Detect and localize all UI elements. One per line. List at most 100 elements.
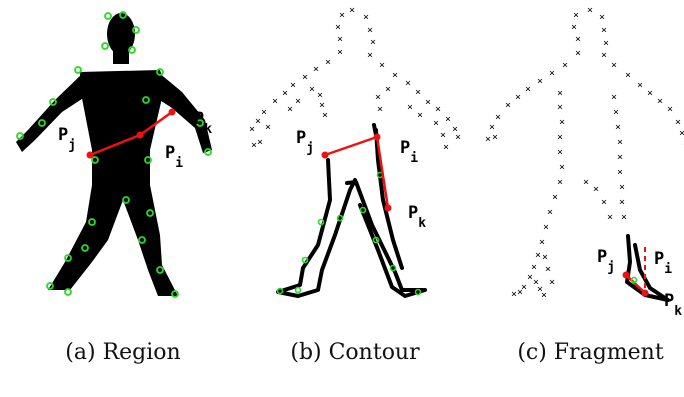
region-label-pj: Pj: [58, 125, 76, 153]
contour-sample-markers: ××××××××××××××××××××××××××××××××××××××××…: [249, 5, 461, 153]
fragment-sample-mark: ×: [537, 284, 543, 295]
fragment-point-j: [622, 271, 630, 279]
fragment-sample-mark: ×: [489, 122, 495, 133]
contour-connection: [321, 133, 392, 212]
contour-sample-mark: ×: [433, 118, 439, 129]
contour-sample-mark: ×: [417, 110, 423, 121]
caption-contour: (b) Contour: [290, 340, 420, 365]
contour-sample-mark: ×: [282, 88, 288, 99]
contour-sample-mark: ×: [313, 64, 319, 75]
contour-point-k: [384, 204, 392, 212]
contour-sample-mark: ×: [370, 37, 376, 48]
fragment-sample-mark: ×: [615, 122, 621, 133]
contour-sample-mark: ×: [265, 122, 271, 133]
contour-sample-mark: ×: [257, 137, 263, 148]
region-point-k: [168, 108, 176, 116]
fragment-segment: [625, 234, 670, 302]
fragment-sample-mark: ×: [603, 38, 609, 49]
fragment-sample-mark: ×: [537, 76, 543, 87]
contour-sample-mark: ×: [319, 100, 325, 111]
fragment-sample-mark: ×: [542, 252, 548, 263]
panel-contour: ××××××××××××××××××××××××××××××××××××××××…: [249, 5, 461, 298]
fragment-label-pk: Pk: [664, 291, 682, 319]
fragment-sample-mark: ×: [549, 68, 555, 79]
fragment-label-pj: Pj: [597, 247, 615, 275]
fragment-sample-mark: ×: [573, 10, 579, 21]
fragment-sample-mark: ×: [607, 212, 613, 223]
fragment-sample-mark: ×: [485, 134, 491, 145]
fragment-sample-mark: ×: [543, 222, 549, 233]
contour-sample-mark: ×: [255, 116, 261, 127]
contour-sample-mark: ×: [322, 110, 328, 121]
contour-sample-mark: ×: [425, 97, 431, 108]
fragment-sample-mark: ×: [575, 34, 581, 45]
fragment-sample-mark: ×: [611, 92, 617, 103]
region-connection: [86, 108, 176, 159]
contour-label-pj: Pj: [296, 128, 314, 156]
contour-sample-mark: ×: [363, 12, 369, 23]
fragment-sample-mark: ×: [562, 60, 568, 71]
fragment-sample-mark: ×: [495, 112, 501, 123]
fragment-sample-mark: ×: [525, 84, 531, 95]
contour-label-pi: Pi: [400, 138, 418, 166]
fragment-sample-mark: ×: [647, 88, 653, 99]
region-label-pk: Pk: [194, 109, 212, 137]
region-point-j: [86, 151, 94, 159]
contour-sample-mark: ×: [379, 60, 385, 71]
fragment-sample-mark: ×: [539, 237, 545, 248]
contour-segments: [276, 123, 427, 298]
fragment-sample-mark: ×: [547, 207, 553, 218]
fragment-sample-mark: ×: [657, 96, 663, 107]
contour-sample-mark: ×: [335, 22, 341, 33]
human-silhouette: [16, 13, 212, 296]
contour-sample-mark: ×: [452, 124, 458, 135]
fragment-sample-mark: ×: [599, 12, 605, 23]
fragment-sample-mark: ×: [667, 104, 673, 115]
fragment-sample-mark: ×: [515, 92, 521, 103]
contour-sample-mark: ×: [435, 104, 441, 115]
contour-sample-mark: ×: [367, 25, 373, 36]
contour-sample-mark: ×: [415, 87, 421, 98]
region-label-pi: Pi: [165, 143, 183, 171]
fragment-sample-mark: ×: [601, 50, 607, 61]
contour-sample-mark: ×: [249, 124, 255, 135]
contour-sample-mark: ×: [302, 72, 308, 83]
contour-point-i: [373, 133, 381, 141]
contour-label-pk: Pk: [408, 203, 426, 231]
contour-sample-mark: ×: [339, 10, 345, 21]
contour-sample-mark: ×: [440, 130, 446, 141]
fragment-sample-mark: ×: [557, 102, 563, 113]
fragment-sample-mark: ×: [552, 192, 558, 203]
fragment-sample-mark: ×: [511, 289, 517, 300]
fragment-point-k: [641, 289, 649, 297]
contour-point-j: [321, 151, 329, 159]
contour-sample-mark: ×: [375, 92, 381, 103]
fragment-sample-mark: ×: [575, 48, 581, 59]
fragment-label-pi: Pi: [654, 249, 672, 277]
contour-sample-mark: ×: [377, 104, 383, 115]
fragment-sample-mark: ×: [613, 107, 619, 118]
fragment-sample-mark: ×: [621, 212, 627, 223]
fragment-sample-mark: ×: [617, 137, 623, 148]
contour-sample-mark: ×: [337, 47, 343, 58]
fragment-sample-mark: ×: [619, 182, 625, 193]
contour-sample-mark: ×: [272, 96, 278, 107]
fragment-sample-mark: ×: [617, 167, 623, 178]
contour-sample-mark: ×: [290, 80, 296, 91]
fragment-sample-mark: ×: [601, 25, 607, 36]
fragment-sample-mark: ×: [531, 262, 537, 273]
panel-region: Pj Pi Pk: [16, 11, 212, 298]
fragment-sample-mark: ×: [559, 162, 565, 173]
contour-sample-mark: ×: [367, 50, 373, 61]
fragment-sample-mark: ×: [679, 128, 684, 139]
contour-sample-mark: ×: [392, 70, 398, 81]
fragment-sample-mark: ×: [683, 138, 684, 149]
contour-sample-mark: ×: [349, 5, 355, 16]
fragment-sample-mark: ×: [527, 272, 533, 283]
fragment-sample-mark: ×: [637, 80, 643, 91]
contour-sample-mark: ×: [295, 96, 301, 107]
contour-sample-mark: ×: [287, 104, 293, 115]
region-keypoints: [16, 11, 212, 298]
fragment-sample-mark: ×: [601, 197, 607, 208]
